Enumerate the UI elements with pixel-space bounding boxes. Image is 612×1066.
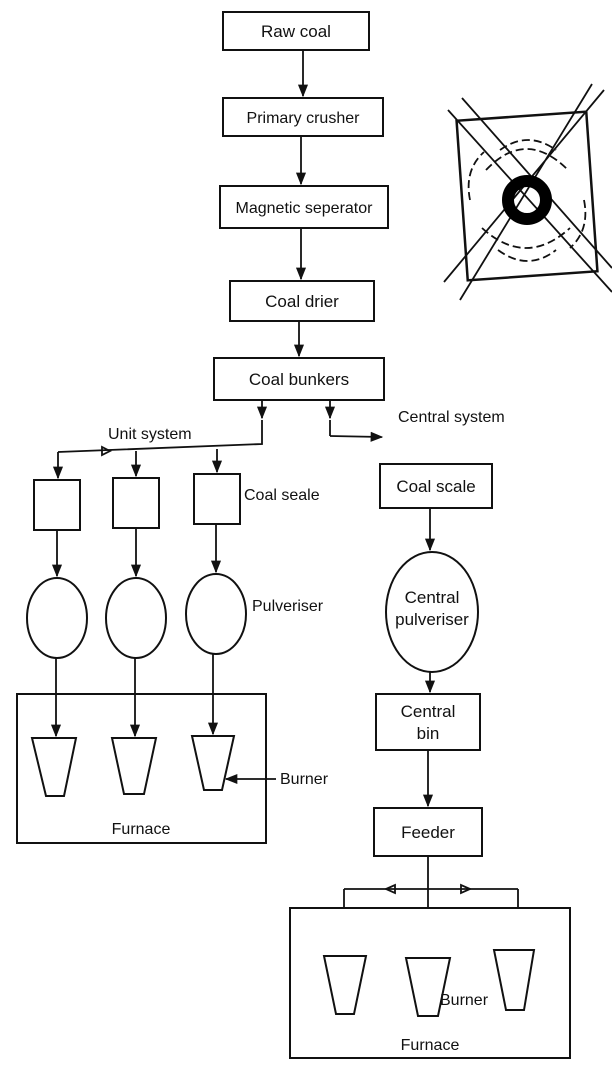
unit-burner-label: Burner	[280, 771, 329, 788]
central-bin-label-1: Central	[401, 702, 456, 721]
unit-coal-scale-label: Coal seale	[244, 487, 320, 504]
central-burner-3	[492, 949, 536, 1011]
central-furnace-label: Furnace	[401, 1037, 460, 1054]
unit-pulveriser-2	[105, 577, 167, 659]
magnetic-separator-box	[219, 185, 389, 229]
coal-bunkers-box	[213, 357, 385, 401]
unit-coal-scale-box-2	[112, 477, 160, 529]
unit-furnace-label: Furnace	[112, 821, 171, 838]
primary-crusher-label: Primary crusher	[247, 110, 361, 127]
raw-coal-box	[222, 11, 370, 51]
unit-coal-scale-box-1	[33, 479, 81, 531]
coal-drier-label: Coal drier	[265, 292, 339, 311]
central-coal-scale-box	[379, 463, 493, 509]
central-dist-arrowhead-left	[383, 883, 396, 895]
central-burner-1	[322, 955, 368, 1015]
coal-bunkers-label: Coal bunkers	[249, 370, 349, 389]
unit-pulveriser-3	[185, 573, 247, 655]
unit-burner-2	[110, 737, 158, 795]
central-system-label: Central system	[398, 409, 505, 426]
central-bin-label-2: bin	[417, 724, 440, 743]
raw-coal-label: Raw coal	[261, 22, 331, 41]
primary-crusher-box	[222, 97, 384, 137]
central-pulveriser-label-2: pulveriser	[395, 610, 469, 629]
central-pulveriser-label-1: Central	[405, 588, 460, 607]
central-system-feed-line	[329, 431, 384, 442]
unit-system-feed-line	[57, 420, 263, 453]
central-burner-label: Burner	[440, 992, 489, 1009]
unit-burner-3	[190, 735, 236, 791]
central-bin-box	[375, 693, 481, 751]
central-pulveriser	[385, 551, 479, 673]
magnetic-separator-label: Magnetic seperator	[236, 200, 374, 217]
unit-pulveriser-label: Pulveriser	[252, 598, 324, 615]
central-feeder-box	[373, 807, 483, 857]
unit-feed-arrowhead	[101, 445, 113, 457]
coal-particle-sketch	[443, 83, 612, 301]
central-dist-arrowhead-right	[460, 883, 473, 895]
central-feeder-label: Feeder	[401, 823, 455, 842]
coal-drier-box	[229, 280, 375, 322]
unit-burner-1	[30, 737, 78, 797]
unit-coal-scale-box-3	[193, 473, 241, 525]
central-burner-2	[404, 957, 452, 1017]
unit-system-label: Unit system	[108, 426, 192, 443]
central-coal-scale-label: Coal scale	[396, 477, 475, 496]
unit-pulveriser-1	[26, 577, 88, 659]
